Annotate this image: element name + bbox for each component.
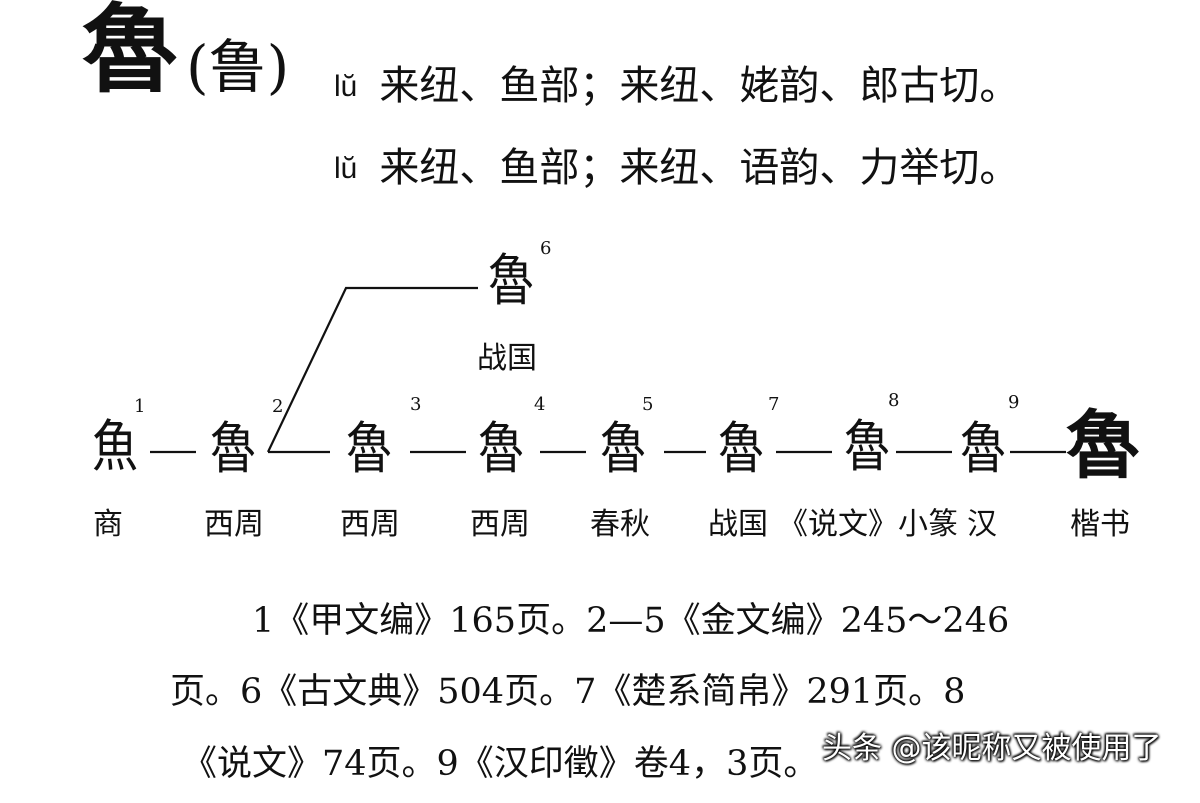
source-note-line-3: 《说文》74页。9《汉印徵》卷4，3页。 — [182, 744, 819, 784]
era-label: 《说文》小篆 — [778, 507, 958, 542]
phonology-text: 来纽、鱼部；来纽、姥韵、郎古切。 — [379, 63, 1020, 109]
branch-era: 战国 — [477, 341, 537, 376]
modern-glyph: 魯 — [1066, 403, 1140, 489]
ancient-glyph: 魯 — [718, 417, 764, 482]
glyph-number: 5 — [642, 394, 654, 415]
era-label: 楷书 — [1070, 507, 1130, 542]
era-label: 西周 — [204, 507, 264, 542]
era-label: 西周 — [340, 507, 400, 542]
branch-number: 6 — [540, 238, 552, 259]
era-label: 汉 — [967, 507, 997, 542]
glyph-number: 9 — [1008, 392, 1020, 413]
source-note-line-2: 页。6《古文典》504页。7《楚系简帛》291页。8 — [170, 672, 966, 712]
era-label: 商 — [93, 507, 123, 542]
pinyin: lŭ — [334, 152, 358, 185]
ancient-glyph: 魯 — [600, 417, 646, 482]
glyph-number: 8 — [888, 390, 900, 411]
glyph-number: 4 — [534, 394, 546, 415]
era-label: 战国 — [708, 507, 768, 542]
era-label: 春秋 — [590, 507, 650, 542]
pronunciation-line-1: lŭ 来纽、鱼部；来纽、姥韵、郎古切。 — [334, 66, 1019, 106]
traditional-form: (鲁) — [186, 33, 290, 101]
watermark: 头条 @该昵称又被使用了 — [822, 731, 1162, 766]
heading-character: 魯 — [82, 0, 178, 106]
glyph-number: 3 — [410, 394, 422, 415]
era-label: 西周 — [470, 507, 530, 542]
pronunciation-line-2: lŭ 来纽、鱼部；来纽、语韵、力举切。 — [334, 148, 1019, 188]
ancient-glyph: 魚 — [92, 415, 138, 480]
ancient-glyph: 魯 — [844, 415, 890, 480]
ancient-glyph: 魯 — [346, 417, 392, 482]
branch-connector — [267, 286, 478, 453]
glyph-number: 1 — [134, 396, 146, 417]
ancient-glyph: 魯 — [960, 417, 1006, 482]
phonology-text: 来纽、鱼部；来纽、语韵、力举切。 — [379, 145, 1020, 191]
ancient-glyph: 魯 — [210, 417, 256, 482]
source-note-line-1: 1《甲文编》165页。2—5《金文编》245～246 — [252, 601, 1010, 641]
pinyin: lŭ — [334, 70, 358, 103]
branch-glyph: 魯 — [488, 249, 534, 314]
glyph-number: 7 — [768, 394, 780, 415]
ancient-glyph: 魯 — [478, 417, 524, 482]
glyph-number: 2 — [272, 396, 284, 417]
